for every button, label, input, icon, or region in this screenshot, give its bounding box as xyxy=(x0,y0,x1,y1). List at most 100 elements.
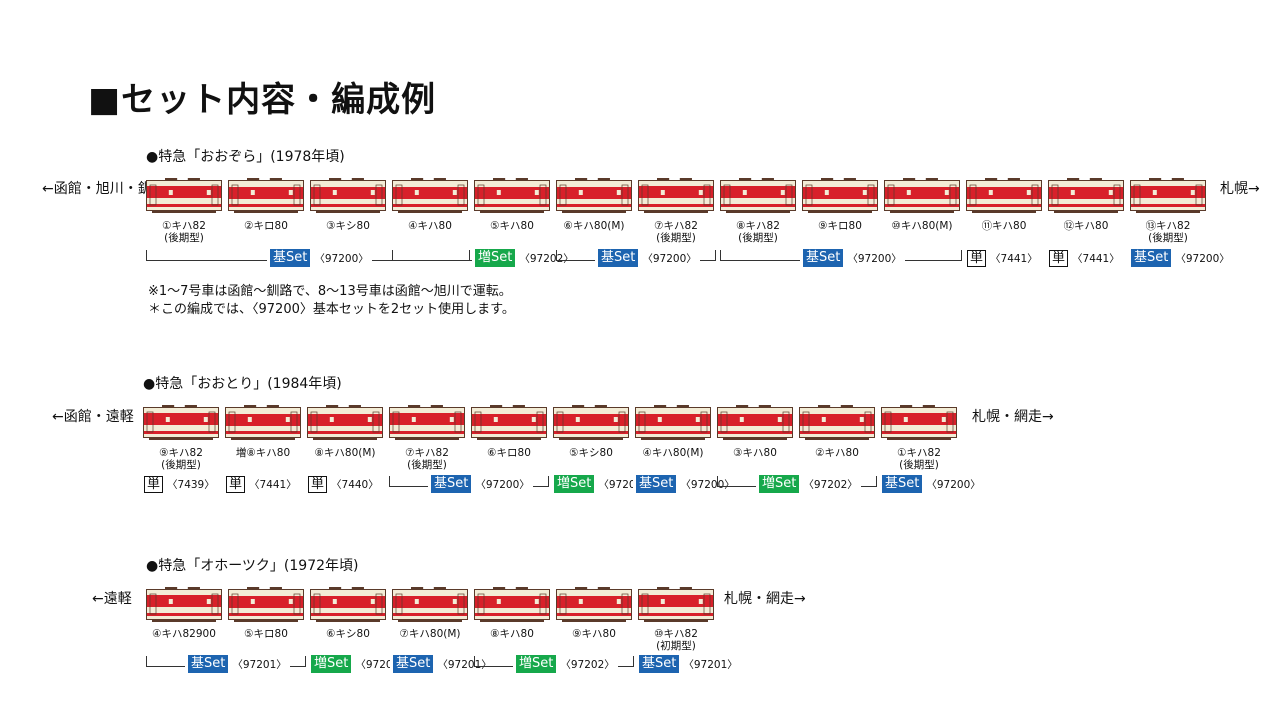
car-label: ⑥キハ80(M) xyxy=(556,220,632,232)
car-label: ⑧キハ80(M) xyxy=(307,447,383,459)
set-item: 単〈7441〉 xyxy=(1046,248,1123,268)
set-item: 基Set〈97200〉 xyxy=(595,248,700,268)
car-label: ⑨キロ80 xyxy=(802,220,878,232)
train-car xyxy=(392,176,468,214)
car-label: ④キハ82900 xyxy=(146,628,222,640)
train-car xyxy=(556,585,632,623)
product-code: 〈7441〉 xyxy=(249,478,297,491)
train-car xyxy=(799,403,875,441)
train-car xyxy=(1130,176,1206,214)
train-car xyxy=(717,403,793,441)
set-item: 基Set〈97200〉 xyxy=(879,474,984,494)
car-label: ⑩キハ82(初期型) xyxy=(638,628,714,652)
page-title: ■セット内容・編成例 xyxy=(88,80,437,120)
car-name: ⑨キロ80 xyxy=(818,220,862,232)
set-item: 単〈7441〉 xyxy=(964,248,1041,268)
set-item: 単〈7439〉 xyxy=(141,474,218,494)
train-car xyxy=(228,585,304,623)
product-code: 〈97200〉 xyxy=(680,478,735,491)
car-label: ②キロ80 xyxy=(228,220,304,232)
car-name: ④キハ80(M) xyxy=(642,447,704,459)
note-line-2: ＊この編成では、〈97200〉基本セットを2セット使用します。 xyxy=(148,302,515,317)
car-variant: (後期型) xyxy=(1148,232,1188,244)
car-name: ⑨キハ80 xyxy=(572,628,616,640)
car-name: ⑦キハ82 xyxy=(654,220,698,232)
car-label: ⑫キハ80 xyxy=(1048,220,1124,232)
car-name: ①キハ82 xyxy=(897,447,941,459)
car-label: ③キハ80 xyxy=(717,447,793,459)
car-name: ⑧キハ80 xyxy=(490,628,534,640)
set-item: 増Set〈97202〉 xyxy=(756,474,861,494)
basic-set-badge: 基Set xyxy=(882,475,923,493)
car-label: ⑤キシ80 xyxy=(553,447,629,459)
product-code: 〈97201〉 xyxy=(683,658,738,671)
car-label: ③キシ80 xyxy=(310,220,386,232)
single-car-badge: 単 xyxy=(308,475,328,493)
train-car xyxy=(225,403,301,441)
car-name: ④キハ82900 xyxy=(152,628,216,640)
set-item: 単〈7441〉 xyxy=(223,474,300,494)
car-name: ⑩キハ80(M) xyxy=(891,220,953,232)
car-label: 増⑧キハ80 xyxy=(225,447,301,459)
train-car xyxy=(392,585,468,623)
car-name: ⑤キハ80 xyxy=(490,220,534,232)
right-destination: 札幌・網走→ xyxy=(972,409,1054,425)
train-car xyxy=(474,176,550,214)
car-label: ⑤キハ80 xyxy=(474,220,550,232)
car-label: ⑥キシ80 xyxy=(310,628,386,640)
basic-set-badge: 基Set xyxy=(393,655,434,673)
car-label: ⑨キハ80 xyxy=(556,628,632,640)
car-label: ⑨キハ82(後期型) xyxy=(143,447,219,471)
basic-set-badge: 基Set xyxy=(636,475,677,493)
car-name: ⑥キハ80(M) xyxy=(563,220,625,232)
car-name: ⑩キハ82 xyxy=(654,628,698,640)
train-car xyxy=(307,403,383,441)
train-car xyxy=(228,176,304,214)
product-code: 〈97200〉 xyxy=(847,252,902,265)
train-car xyxy=(471,403,547,441)
car-name: ⑤キロ80 xyxy=(244,628,288,640)
product-code: 〈7440〉 xyxy=(331,478,379,491)
basic-set-badge: 基Set xyxy=(803,249,844,267)
car-variant: (初期型) xyxy=(656,640,696,652)
train-formation-ozora xyxy=(146,176,1206,214)
basic-set-badge: 基Set xyxy=(188,655,229,673)
product-code: 〈97201〉 xyxy=(232,658,287,671)
set-item: 増Set〈97202〉 xyxy=(472,248,577,268)
train-car xyxy=(389,403,465,441)
right-destination: 札幌→ xyxy=(1220,181,1260,197)
train-car xyxy=(884,176,960,214)
car-name: ③キシ80 xyxy=(326,220,370,232)
train-car xyxy=(143,403,219,441)
train-car xyxy=(310,176,386,214)
add-on-set-badge: 増Set xyxy=(475,249,516,267)
train-car xyxy=(635,403,711,441)
car-label: ⑦キハ82(後期型) xyxy=(389,447,465,471)
car-name: ⑫キハ80 xyxy=(1063,220,1109,232)
car-name: ⑬キハ82 xyxy=(1145,220,1191,232)
car-name: ⑥キシ80 xyxy=(326,628,370,640)
train-car xyxy=(802,176,878,214)
single-car-badge: 単 xyxy=(967,249,987,267)
set-item: 基Set〈97200〉 xyxy=(633,474,738,494)
product-code: 〈7439〉 xyxy=(167,478,215,491)
set-item: 基Set〈97200〉 xyxy=(428,474,533,494)
basic-set-badge: 基Set xyxy=(270,249,311,267)
car-label: ⑦キハ80(M) xyxy=(392,628,468,640)
car-label: ④キハ80(M) xyxy=(635,447,711,459)
set-item: 基Set〈97201〉 xyxy=(185,654,290,674)
set-item: 増Set〈97202〉 xyxy=(513,654,618,674)
section-title-okhotsk: ●特急「オホーツク」(1972年頃) xyxy=(146,558,359,574)
left-destination: ←遠軽 xyxy=(92,591,132,607)
car-label: ⑪キハ80 xyxy=(966,220,1042,232)
car-name: ⑨キハ82 xyxy=(159,447,203,459)
car-variant: (後期型) xyxy=(164,232,204,244)
car-label: ⑬キハ82(後期型) xyxy=(1130,220,1206,244)
car-variant: (後期型) xyxy=(407,459,447,471)
car-label: ⑤キロ80 xyxy=(228,628,304,640)
car-label: ②キハ80 xyxy=(799,447,875,459)
section-title-ozora: ●特急「おおぞら」(1978年頃) xyxy=(146,149,345,165)
set-item: 基Set〈97201〉 xyxy=(636,654,741,674)
car-name: 増⑧キハ80 xyxy=(235,447,291,459)
car-variant: (後期型) xyxy=(899,459,939,471)
